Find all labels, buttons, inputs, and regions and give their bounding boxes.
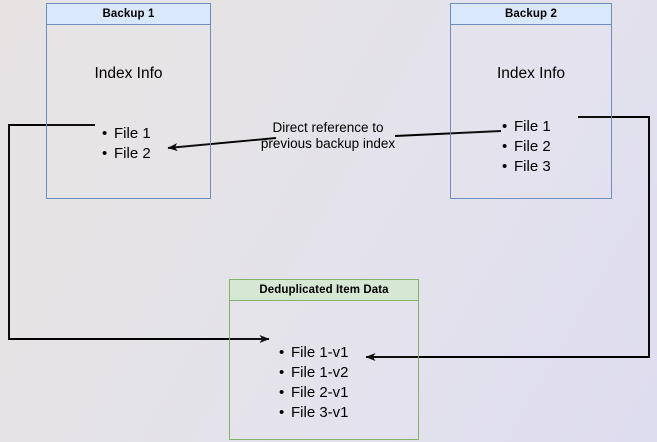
node-backup-2[interactable]: Backup 2 Index Info File 1 File 2 File 3 <box>450 3 612 199</box>
annotation-line-1: Direct reference to <box>272 120 384 135</box>
annotation-direct-reference: Direct reference to previous backup inde… <box>247 120 409 152</box>
list-item: File 3-v1 <box>279 403 348 423</box>
list-item: File 3 <box>502 157 551 177</box>
node-deduplicated-item-data[interactable]: Deduplicated Item Data File 1-v1 File 1-… <box>229 279 419 440</box>
list-item: File 1 <box>502 117 551 137</box>
node-backup-2-header: Backup 2 <box>450 3 612 25</box>
list-item: File 1-v2 <box>279 363 348 383</box>
list-item: File 2-v1 <box>279 383 348 403</box>
annotation-line-2: previous backup index <box>260 136 396 151</box>
list-item: File 2 <box>102 144 151 164</box>
node-backup-2-body: Index Info File 1 File 2 File 3 <box>450 25 612 199</box>
node-backup-1-file-list: File 1 File 2 <box>97 124 151 164</box>
node-backup-1-index-info-label: Index Info <box>94 65 163 82</box>
node-deduplicated-item-data-header: Deduplicated Item Data <box>229 279 419 301</box>
node-backup-2-index-info-label: Index Info <box>496 65 566 82</box>
node-backup-1[interactable]: Backup 1 Index Info File 1 File 2 <box>46 3 211 199</box>
node-deduplicated-item-data-file-list: File 1-v1 File 1-v2 File 2-v1 File 3-v1 <box>274 343 348 423</box>
node-backup-2-file-list: File 1 File 2 File 3 <box>497 117 551 177</box>
node-deduplicated-item-data-body: File 1-v1 File 1-v2 File 2-v1 File 3-v1 <box>229 301 419 440</box>
list-item: File 1-v1 <box>279 343 348 363</box>
node-backup-1-body: Index Info File 1 File 2 <box>46 25 211 199</box>
node-backup-1-header: Backup 1 <box>46 3 211 25</box>
list-item: File 2 <box>502 137 551 157</box>
list-item: File 1 <box>102 124 151 144</box>
